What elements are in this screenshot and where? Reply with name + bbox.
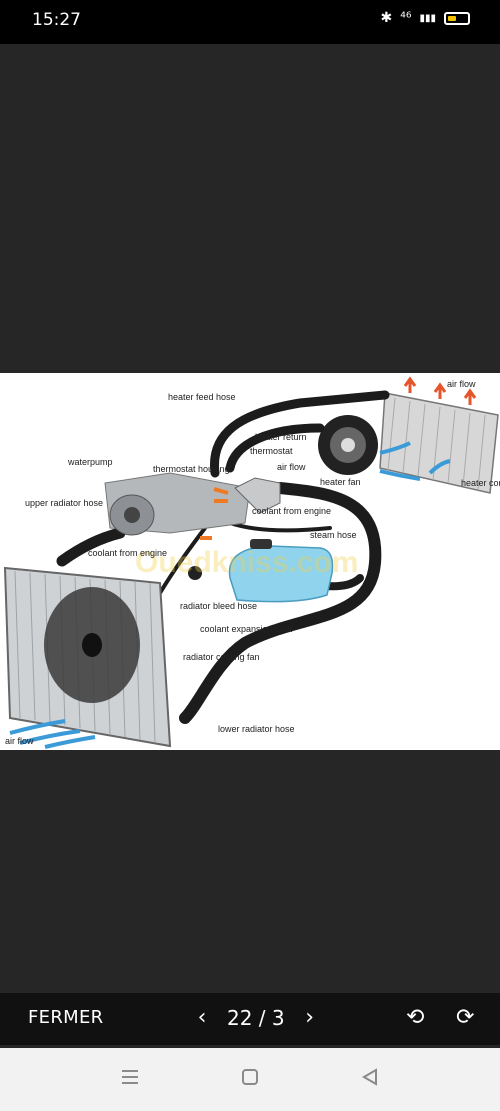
label-waterpump: waterpump (67, 457, 113, 467)
heater-fan-illustration (318, 415, 451, 481)
label-heater-core: heater core (461, 478, 500, 488)
system-nav-bar (0, 1048, 500, 1111)
hoses-illustration (56, 390, 390, 724)
label-heater-fan: heater fan (320, 477, 361, 487)
battery-icon (444, 11, 470, 25)
home-icon[interactable] (240, 1068, 260, 1090)
next-icon[interactable]: › (305, 1005, 315, 1030)
label-coolant-from-engine-left: coolant from engine (88, 548, 167, 558)
label-air-flow-top: air flow (447, 379, 476, 389)
network-type-icon: ⁴⁶ (400, 10, 412, 26)
status-bar: 15:27 ✱ ⁴⁶ ▮▮▮ (0, 0, 500, 44)
rotate-left-icon[interactable]: ⟲ (406, 1005, 425, 1030)
back-icon[interactable] (360, 1068, 380, 1090)
label-heater-feed-hose: heater feed hose (168, 392, 236, 402)
label-air-flow-bottom: air flow (5, 736, 34, 746)
heater-core-illustration (379, 376, 499, 494)
label-radiator-cooling-fan: radiator cooling fan (183, 652, 260, 662)
image-counter: 22 / 3 (227, 1005, 285, 1030)
watermark: Ouedkniss.com (135, 546, 358, 579)
expansion-tank-illustration (228, 539, 334, 603)
diagram-labels: heater feed hose air flow heater return … (5, 379, 500, 746)
label-coolant-from-engine-right: coolant from engine (252, 506, 331, 516)
bluetooth-icon: ✱ (380, 10, 393, 26)
previous-icon[interactable]: ‹ (197, 1005, 207, 1030)
label-radiator-bleed-hose: radiator bleed hose (180, 601, 257, 611)
label-lower-radiator-hose: lower radiator hose (218, 724, 295, 734)
menu-icon[interactable] (120, 1068, 140, 1090)
label-heater-return: heater return (255, 432, 307, 442)
pager: ‹ 22 / 3 › (195, 1005, 317, 1030)
signal-icon: ▮▮▮ (419, 12, 436, 24)
cooling-system-diagram[interactable]: Ouedkniss.com heater feed hose air flow … (0, 373, 500, 750)
label-thermostat: thermostat (250, 446, 293, 456)
label-thermostat-housing: thermostat housing (153, 464, 230, 474)
radiator-illustration (3, 566, 202, 749)
viewer-toolbar: FERMER ‹ 22 / 3 › ⟲ ⟳ (0, 993, 500, 1045)
label-upper-radiator-hose: upper radiator hose (25, 498, 103, 508)
label-coolant-expansion-tank: coolant expansion tank (200, 624, 293, 634)
close-button[interactable]: FERMER (28, 1007, 104, 1028)
label-air-flow-mid: air flow (277, 462, 306, 472)
waterpump-illustration (104, 472, 281, 540)
status-time: 15:27 (32, 10, 81, 30)
status-icons: ✱ ⁴⁶ ▮▮▮ (381, 10, 470, 26)
rotate-right-icon[interactable]: ⟳ (456, 1005, 475, 1030)
label-steam-hose: steam hose (310, 530, 357, 540)
